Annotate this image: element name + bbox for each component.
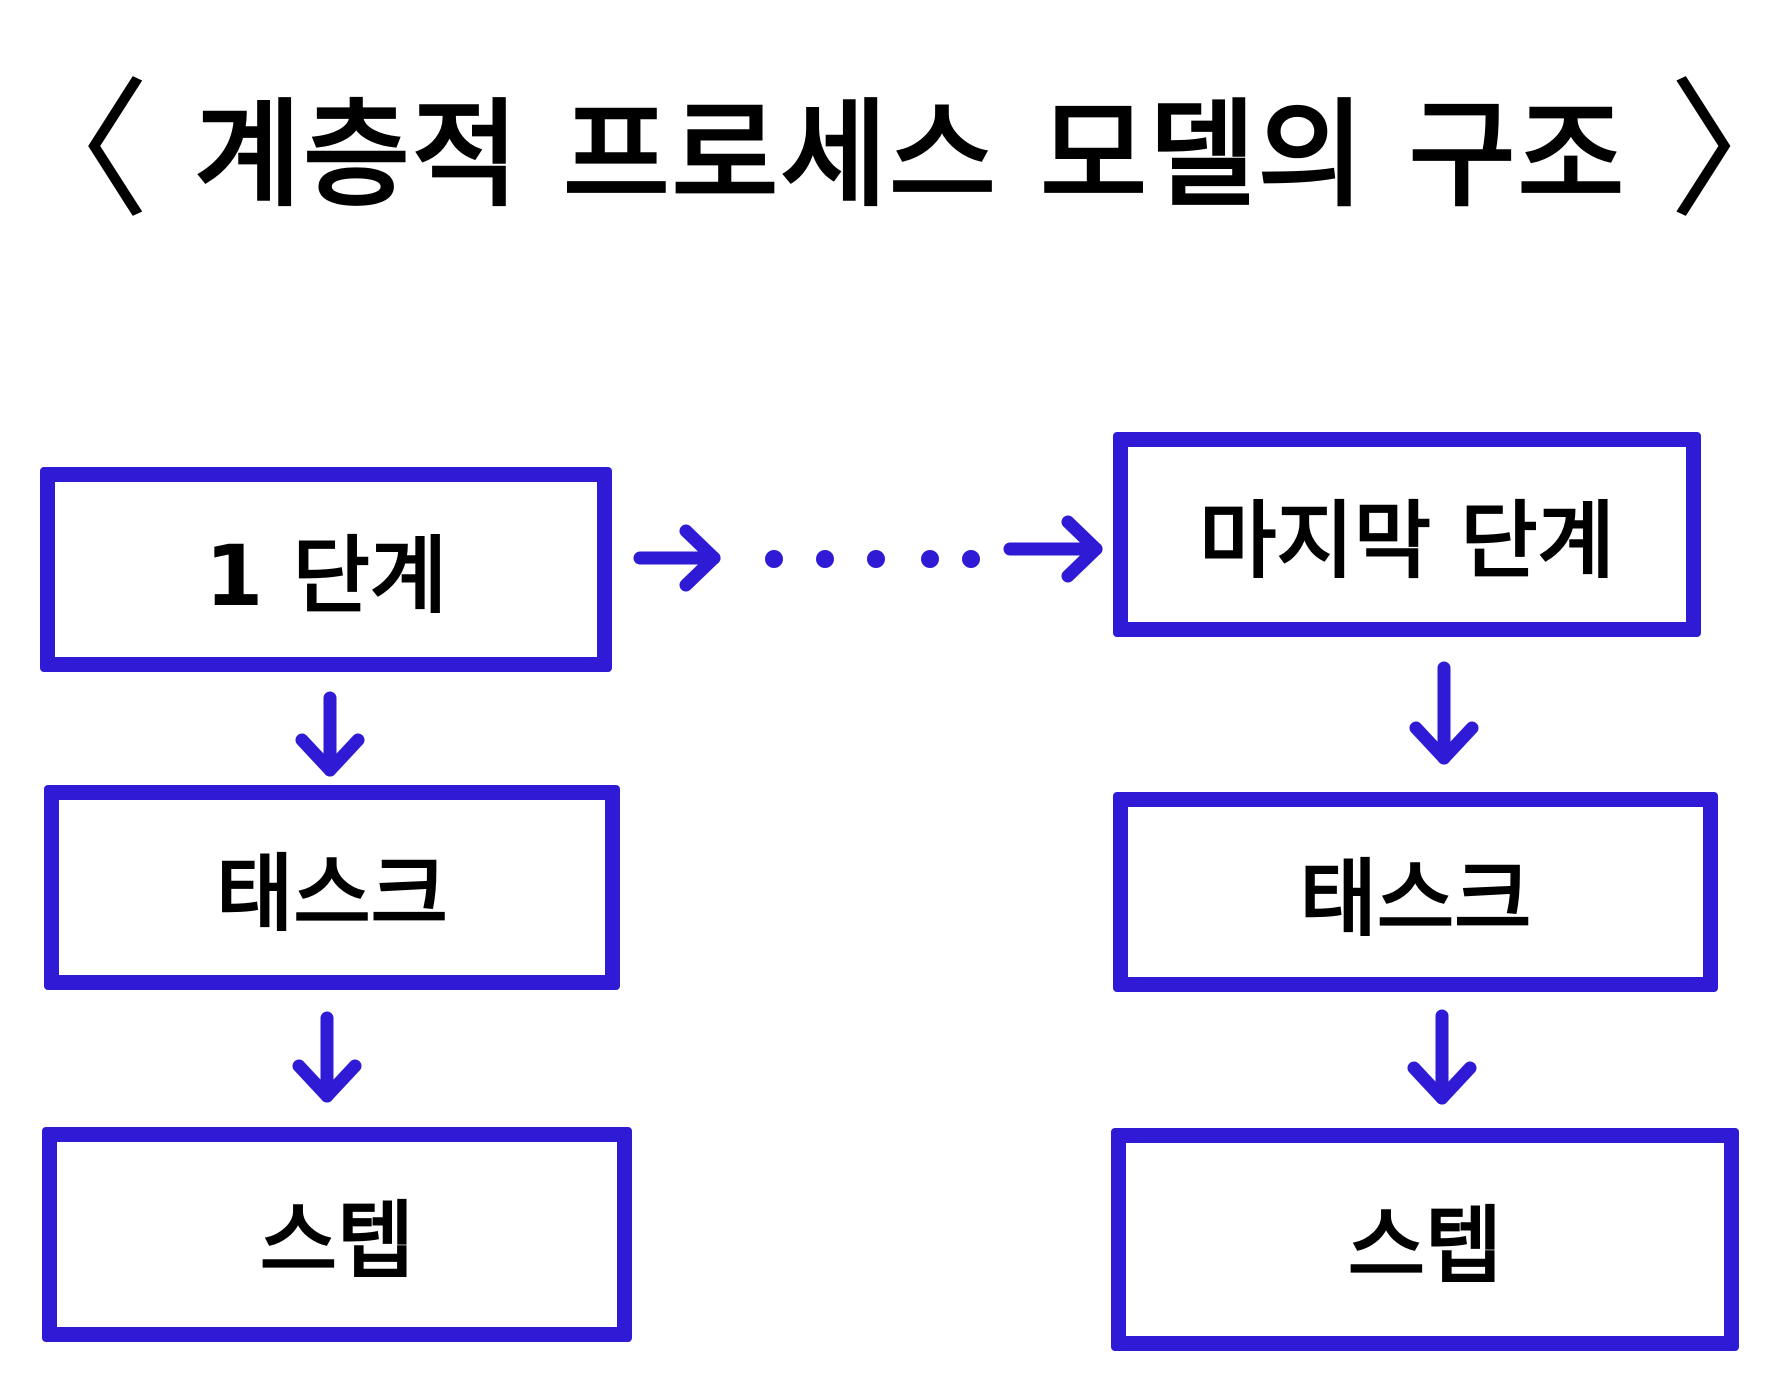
ellipsis-dot: [867, 550, 885, 568]
title-left-bracket: 〈: [0, 65, 153, 239]
left-task-label: 태스크: [216, 845, 448, 943]
left-stage-label: 1 단계: [204, 527, 448, 625]
ellipsis-dot: [765, 550, 783, 568]
right-arrow-start: [633, 524, 721, 592]
right-down-arrow-2: [1407, 1009, 1477, 1105]
right-step-label: 스텝: [1347, 1197, 1503, 1295]
ellipsis-dot: [962, 550, 980, 568]
ellipsis-dot: [816, 550, 834, 568]
left-down-arrow-1: [295, 691, 365, 777]
left-stage-box: 1 단계: [40, 467, 612, 672]
right-arrow-end: [1003, 515, 1103, 583]
left-step-label: 스텝: [259, 1192, 415, 1290]
ellipsis-dot: [921, 550, 939, 568]
ellipsis-dots: [765, 550, 995, 570]
diagram-title: 〈 계층적 프로세스 모델의 구조 〉: [0, 30, 1771, 247]
right-stage-label: 마지막 단계: [1199, 492, 1615, 590]
title-text: 계층적 프로세스 모델의 구조: [194, 88, 1627, 223]
right-stage-box: 마지막 단계: [1113, 432, 1701, 637]
right-down-arrow-1: [1409, 661, 1479, 765]
title-right-bracket: 〉: [1669, 65, 1771, 239]
left-down-arrow-2: [292, 1011, 362, 1103]
left-task-box: 태스크: [44, 785, 620, 990]
right-step-box: 스텝: [1111, 1128, 1739, 1351]
right-task-label: 태스크: [1299, 849, 1532, 948]
right-task-box: 태스크: [1113, 792, 1718, 992]
left-step-box: 스텝: [42, 1127, 632, 1342]
